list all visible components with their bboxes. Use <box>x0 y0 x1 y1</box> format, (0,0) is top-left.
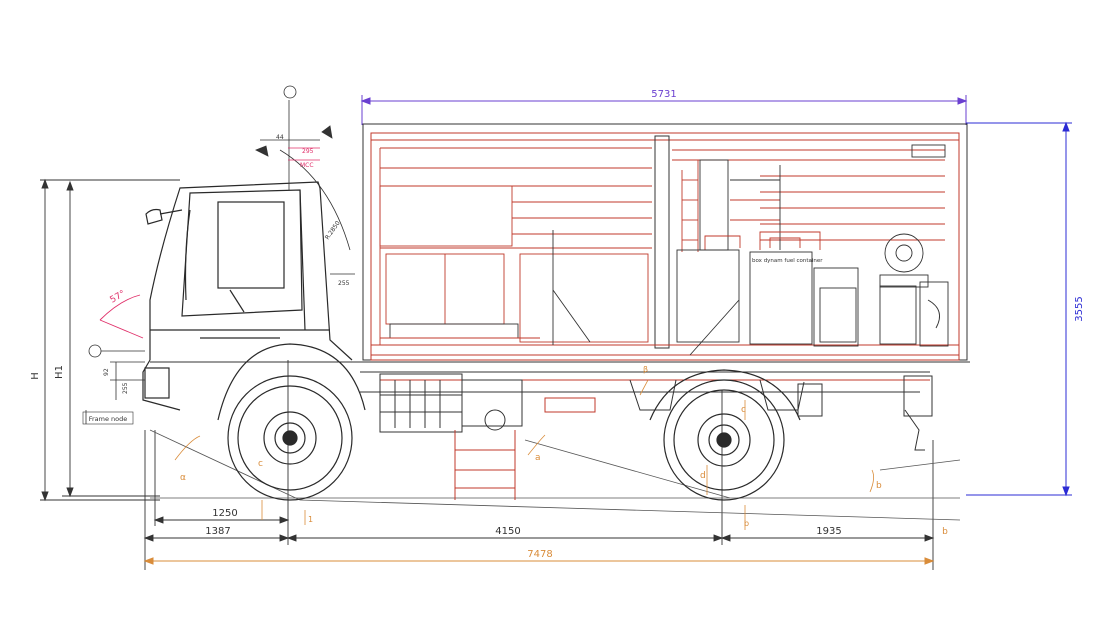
label-d: d <box>700 471 706 481</box>
approach-angle-annotation <box>99 294 144 339</box>
ground-lines <box>149 429 961 521</box>
overall-height-dimension <box>40 178 180 502</box>
cargo-body <box>362 123 968 381</box>
rear-wheel <box>649 369 801 501</box>
left-small-dimensions <box>85 344 145 424</box>
body-height-label: 3555 <box>1074 296 1085 321</box>
frame-note: Frame node <box>89 415 128 423</box>
radius-note: R.2850 <box>324 220 342 241</box>
access-steps <box>454 379 600 500</box>
dim-1387: 1387 <box>205 526 230 537</box>
cab-dim-mcc: MCC <box>300 162 314 169</box>
label-c: c <box>258 459 263 469</box>
angle-alpha: α <box>180 473 186 483</box>
chassis-frame <box>150 361 970 451</box>
wheel-angle-annotations <box>174 379 874 530</box>
dim-4150: 4150 <box>495 526 520 537</box>
cab-dim-44: 44 <box>276 134 284 141</box>
cab-dim-295: 295 <box>302 148 314 155</box>
body-length-label: 5731 <box>651 89 676 100</box>
label-b: b <box>876 481 882 491</box>
cab-top-red-annotation <box>288 147 320 161</box>
right-compartment-equipment <box>672 144 949 356</box>
label-c2: c <box>741 405 746 415</box>
angle-beta: β <box>643 365 648 374</box>
cab-top-annotation <box>255 85 355 275</box>
marker-1: 1 <box>308 515 313 524</box>
frame-note-box <box>82 411 134 425</box>
label-a: a <box>535 453 541 463</box>
body-length-dimension <box>360 95 968 125</box>
height-label-h: H <box>30 372 41 380</box>
approach-angle-label: 57° <box>109 289 128 306</box>
front-wheel <box>217 343 366 501</box>
side-dim-255: 255 <box>338 280 350 287</box>
overall-length-dimension <box>143 557 935 565</box>
marker-b-right: b <box>942 527 948 537</box>
dim-1250: 1250 <box>212 508 237 519</box>
dim-7478: 7478 <box>527 549 552 560</box>
body-height-dimension <box>966 121 1072 497</box>
marker-b-bottom: b <box>744 519 749 528</box>
dim-92: 92 <box>103 368 110 376</box>
dim-255-clearance: 255 <box>122 382 129 394</box>
truck-cab <box>142 181 353 411</box>
left-compartment-shelving <box>379 147 652 345</box>
equipment-label: box dynam fuel container <box>752 258 823 264</box>
height-label-h1: H1 <box>54 365 65 379</box>
dim-1935: 1935 <box>816 526 841 537</box>
